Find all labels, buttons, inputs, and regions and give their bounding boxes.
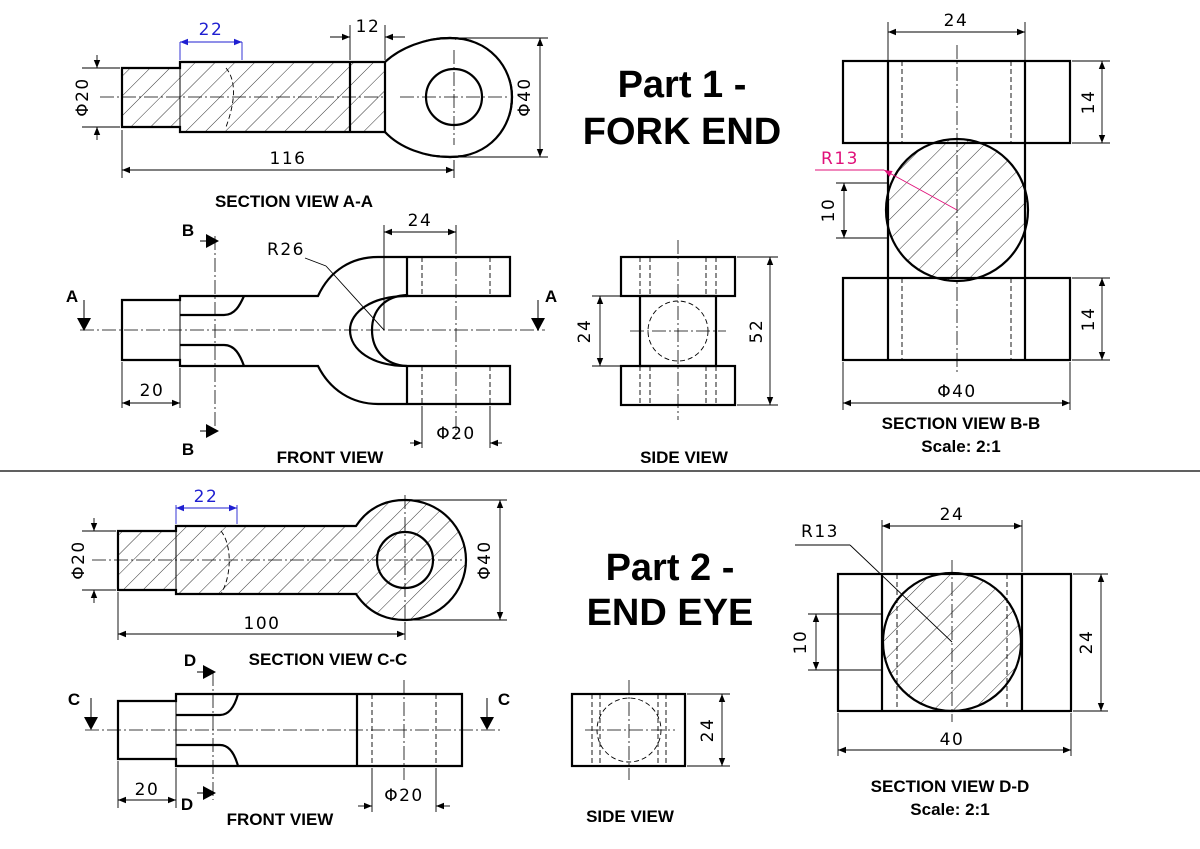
section-view-d-d-label: SECTION VIEW D-D bbox=[871, 777, 1030, 796]
dim-phi40: Φ40 bbox=[515, 77, 535, 117]
dim-116: 116 bbox=[270, 149, 307, 169]
part2-front-view: D D C C 20 Φ20 FRONT VIEW bbox=[68, 651, 510, 829]
dim-r13-dd: R13 bbox=[801, 522, 839, 542]
dim-24-bb: 24 bbox=[944, 11, 969, 31]
marker-b-top: B bbox=[182, 221, 194, 240]
section-view-b-b: 24 14 14 R13 10 Φ40 SECTION VIEW B-B Sca… bbox=[815, 11, 1110, 456]
dim-52: 52 bbox=[747, 319, 767, 344]
dim-10-dd: 10 bbox=[791, 630, 811, 655]
dim-phi20-front: Φ20 bbox=[436, 424, 476, 444]
dim-24-side: 24 bbox=[575, 319, 595, 344]
part1-front-view: B B A A 24 R26 20 Φ20 FRONT VIEW bbox=[66, 211, 557, 467]
section-view-a-a-label: SECTION VIEW A-A bbox=[215, 192, 373, 211]
dim-22: 22 bbox=[199, 20, 224, 40]
marker-b-bottom: B bbox=[182, 440, 194, 459]
dim-r13-bb: R13 bbox=[821, 149, 859, 169]
section-view-b-b-scale: Scale: 2:1 bbox=[921, 437, 1000, 456]
part2-side-view-label: SIDE VIEW bbox=[586, 807, 675, 826]
part1-front-view-label: FRONT VIEW bbox=[277, 448, 385, 467]
part2-title-line1: Part 2 - bbox=[606, 547, 735, 589]
marker-d-top: D bbox=[184, 651, 196, 670]
dim-24-dd-top: 24 bbox=[940, 505, 965, 525]
part1-title-line2: FORK END bbox=[583, 111, 781, 153]
part2-title: Part 2 - END EYE bbox=[587, 547, 754, 634]
section-view-d-d: 24 R13 10 24 40 SECTION VIEW D-D Scale: … bbox=[791, 505, 1108, 819]
marker-c-left: C bbox=[68, 690, 80, 709]
dim-phi20-cc: Φ20 bbox=[69, 540, 89, 580]
part1-side-view-label: SIDE VIEW bbox=[640, 448, 729, 467]
dim-24-dd-side: 24 bbox=[1077, 630, 1097, 655]
section-view-c-c: 22 Φ20 Φ40 100 SECTION VIEW C-C bbox=[69, 487, 507, 669]
section-view-b-b-label: SECTION VIEW B-B bbox=[882, 414, 1041, 433]
part2-side-view: 24 SIDE VIEW bbox=[570, 680, 730, 826]
marker-a-left: A bbox=[66, 287, 78, 306]
dim-20: 20 bbox=[140, 381, 165, 401]
dim-10-bb: 10 bbox=[819, 198, 839, 223]
section-view-a-a: 22 12 Φ20 Φ40 116 SECTION VIEW A-A bbox=[73, 17, 548, 211]
marker-d-bottom: D bbox=[181, 795, 193, 814]
dim-phi40-bb: Φ40 bbox=[937, 382, 977, 402]
dim-40-dd: 40 bbox=[940, 730, 965, 750]
dim-24: 24 bbox=[408, 211, 433, 231]
part2-title-line2: END EYE bbox=[587, 592, 754, 634]
dim-r26: R26 bbox=[267, 240, 305, 260]
dim-12: 12 bbox=[356, 17, 381, 37]
dim-14-bottom: 14 bbox=[1079, 307, 1099, 332]
dim-phi20: Φ20 bbox=[73, 77, 93, 117]
part1-side-view: 24 52 SIDE VIEW bbox=[575, 240, 778, 467]
part1-title: Part 1 - FORK END bbox=[583, 64, 781, 153]
dim-phi40-cc: Φ40 bbox=[475, 540, 495, 580]
dim-14-top: 14 bbox=[1079, 90, 1099, 115]
section-view-d-d-scale: Scale: 2:1 bbox=[910, 800, 989, 819]
section-view-c-c-label: SECTION VIEW C-C bbox=[249, 650, 408, 669]
dim-22-cc: 22 bbox=[194, 487, 219, 507]
dim-100: 100 bbox=[244, 614, 281, 634]
part1-title-line1: Part 1 - bbox=[618, 64, 747, 106]
dim-20-p2: 20 bbox=[135, 780, 160, 800]
dim-24-p2-side: 24 bbox=[698, 718, 718, 743]
marker-c-right: C bbox=[498, 690, 510, 709]
dim-phi20-p2: Φ20 bbox=[384, 786, 424, 806]
marker-a-right: A bbox=[545, 287, 557, 306]
part2-front-view-label: FRONT VIEW bbox=[227, 810, 335, 829]
